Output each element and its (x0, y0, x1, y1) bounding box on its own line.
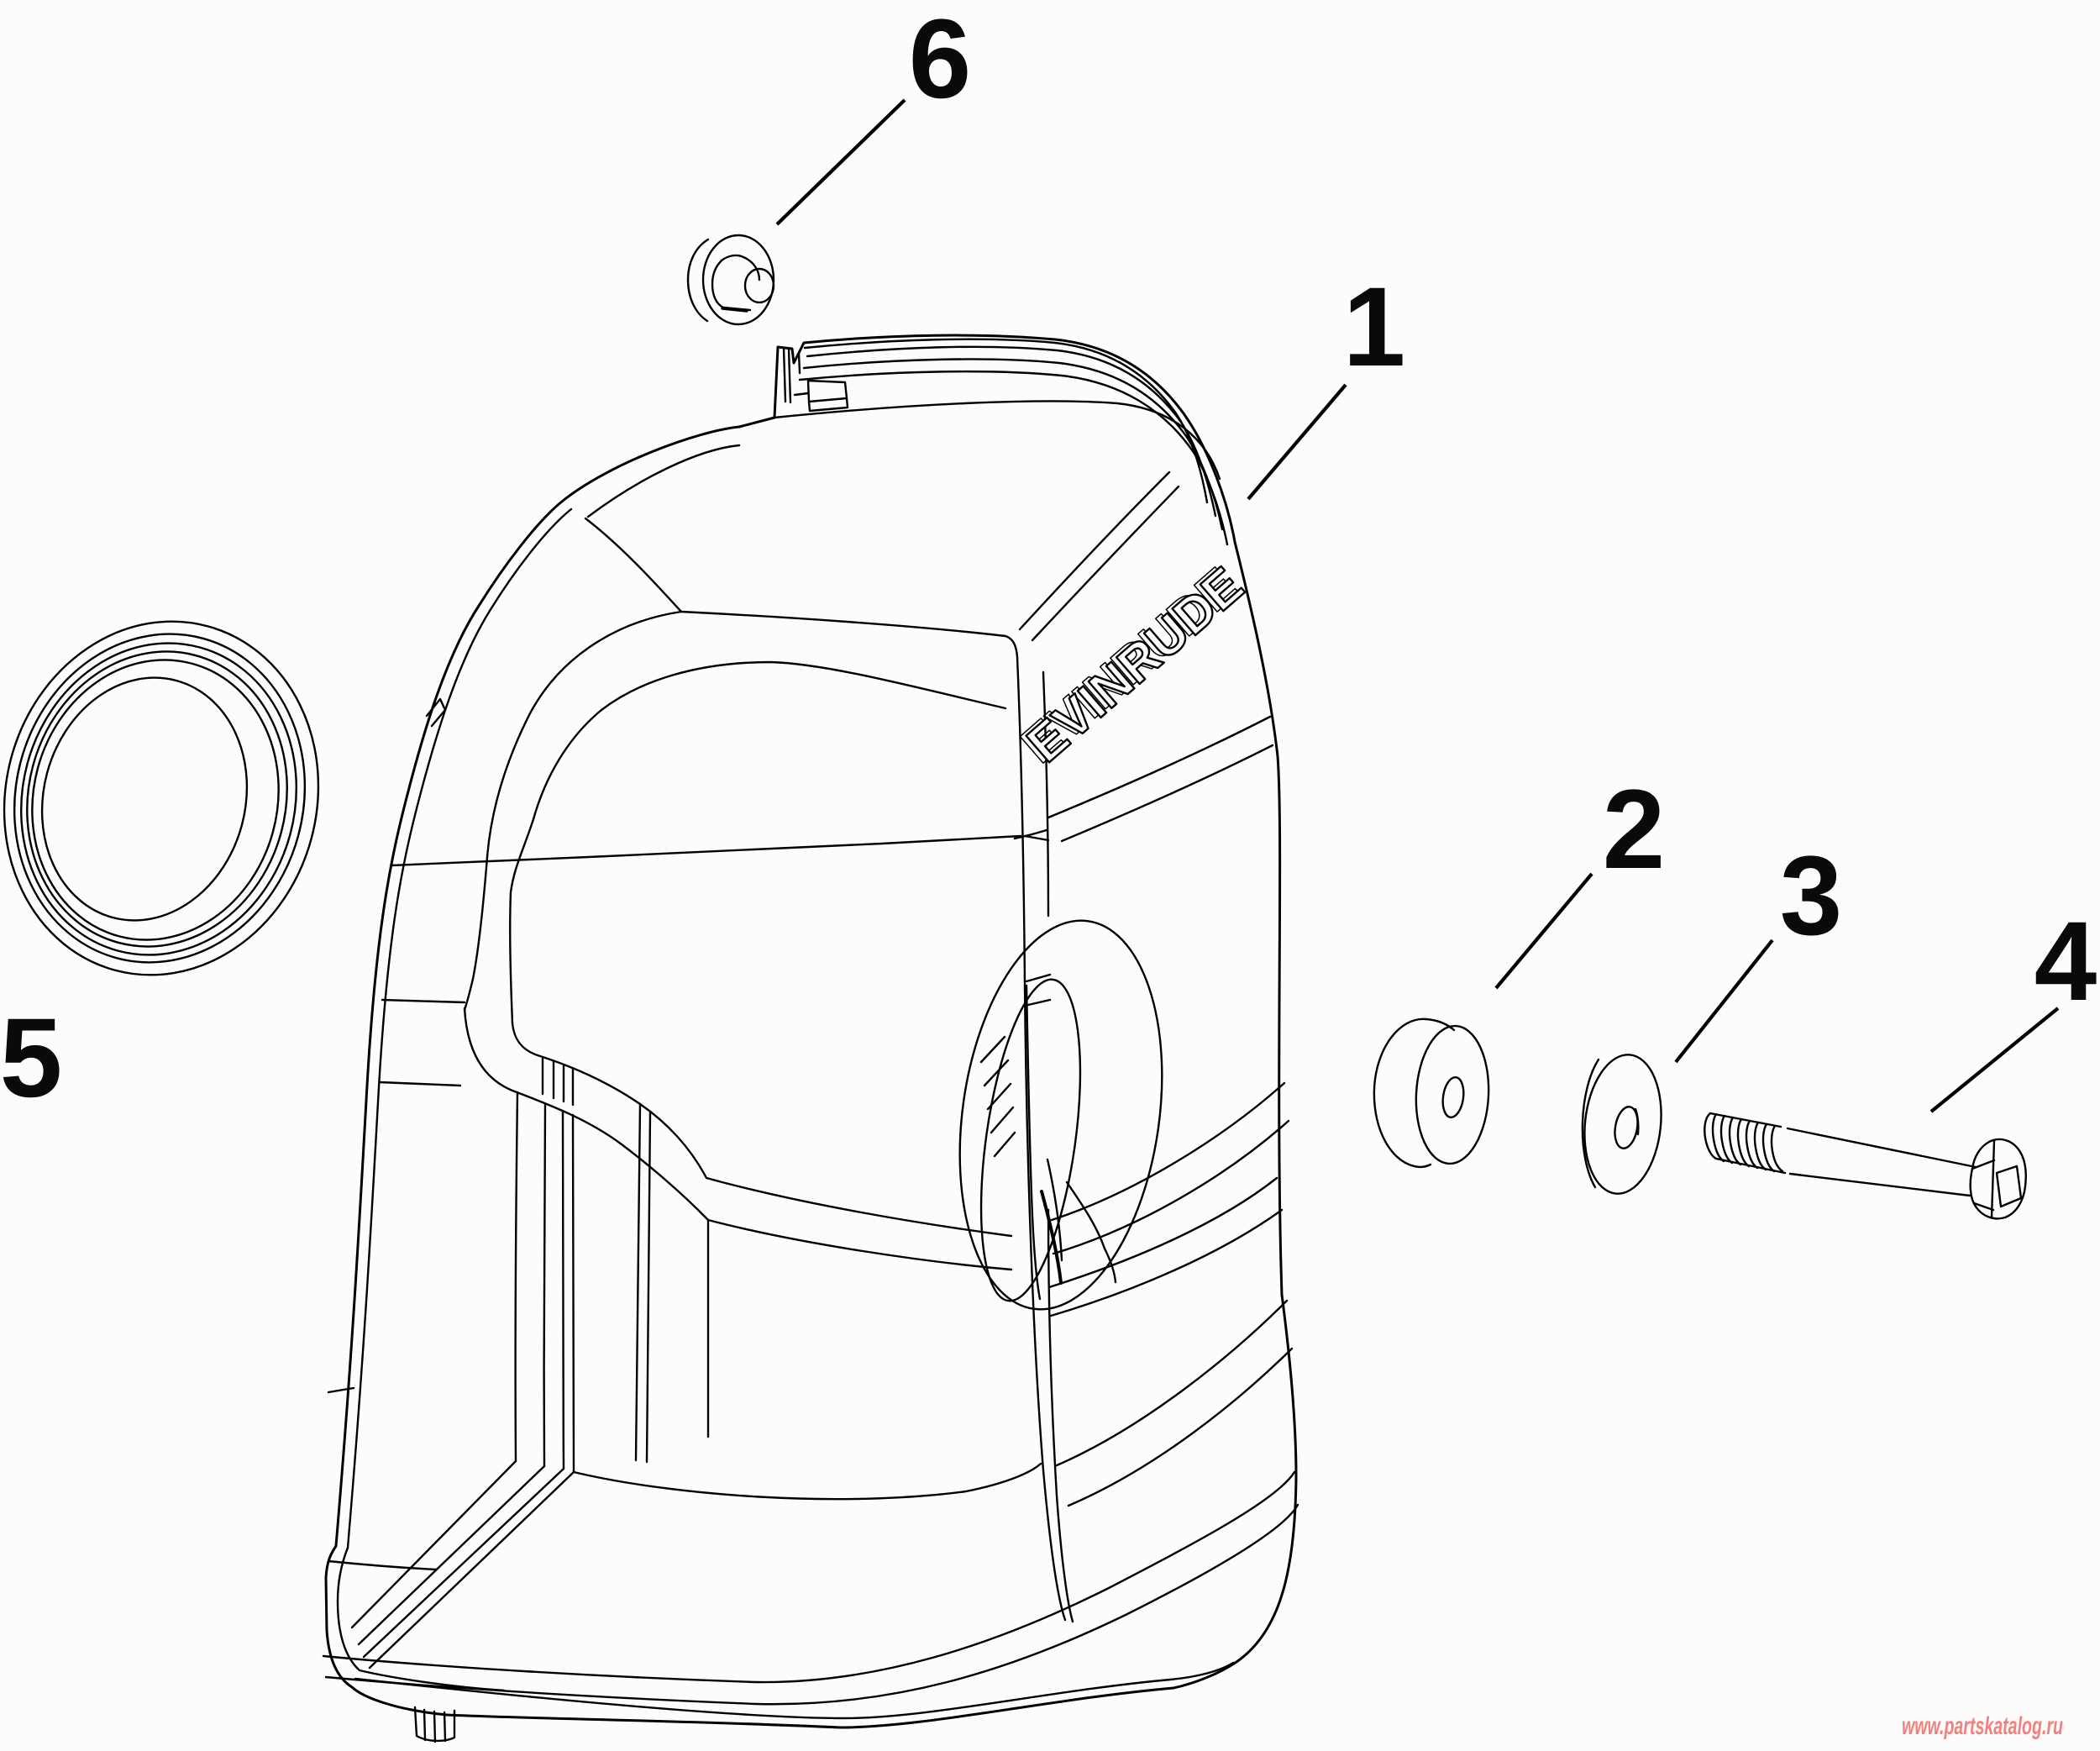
svg-text:EVINRUDE: EVINRUDE (1016, 556, 1254, 773)
svg-text:3: 3 (1780, 833, 1843, 959)
svg-text:5: 5 (0, 996, 62, 1121)
svg-text:6: 6 (909, 0, 972, 122)
svg-text:1: 1 (1343, 265, 1406, 390)
svg-text:www.partskatalog.ru: www.partskatalog.ru (1902, 1712, 2063, 1740)
svg-text:4: 4 (2034, 899, 2097, 1024)
svg-text:2: 2 (1603, 767, 1666, 892)
